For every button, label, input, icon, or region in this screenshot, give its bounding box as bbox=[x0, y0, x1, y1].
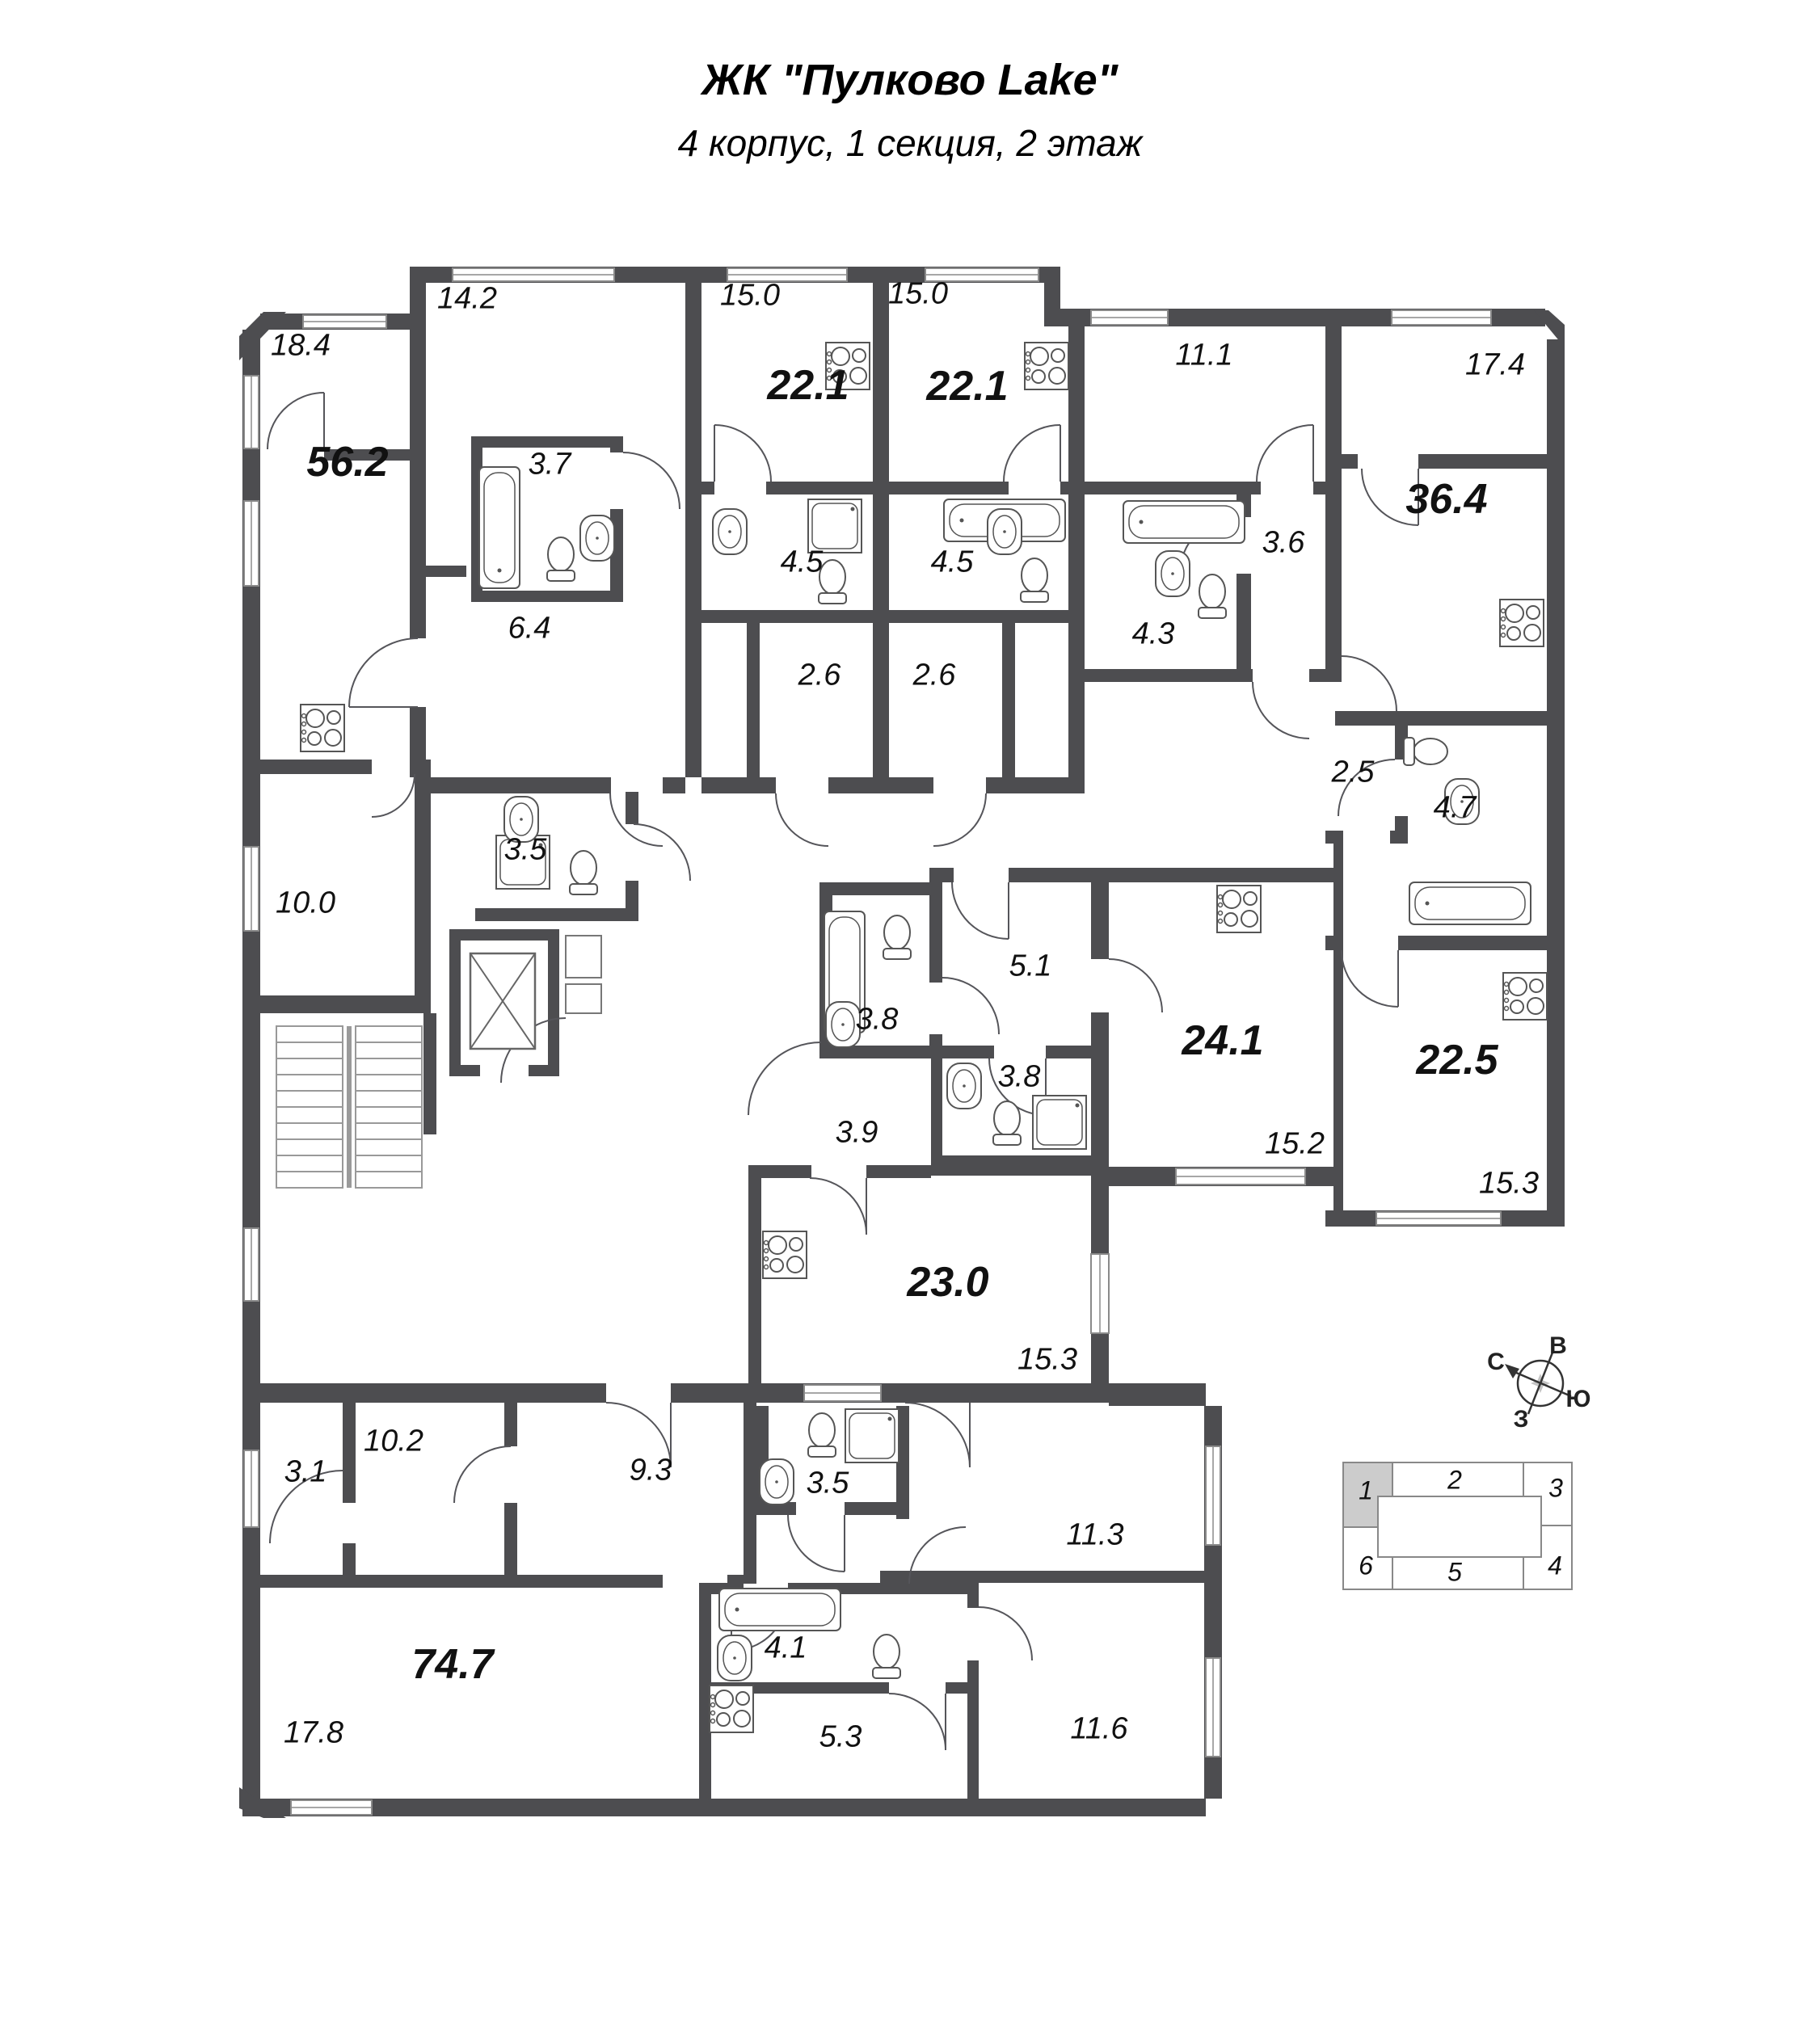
room-area-label: 74.7 bbox=[411, 1641, 494, 1688]
room-area-label: 2.6 bbox=[912, 658, 956, 692]
stove-icon bbox=[762, 1231, 807, 1279]
room-area-label: 17.4 bbox=[1465, 347, 1525, 382]
compass-point-label: С bbox=[1487, 1349, 1505, 1375]
toilet-icon bbox=[872, 1634, 901, 1679]
keyplan-section-label: 2 bbox=[1447, 1465, 1462, 1495]
keyplan-section-label: 5 bbox=[1447, 1557, 1462, 1587]
compass-point-label: З bbox=[1513, 1406, 1529, 1433]
room-area-label: 22.5 bbox=[1416, 1037, 1498, 1084]
room-area-label: 10.0 bbox=[276, 886, 335, 920]
compass-point-label: В bbox=[1549, 1332, 1567, 1359]
room-area-label: 3.5 bbox=[503, 832, 547, 867]
room-area-label: 3.8 bbox=[855, 1002, 899, 1037]
doors-layer bbox=[267, 392, 1419, 1751]
bathtub-icon bbox=[718, 1588, 841, 1631]
bathtub-icon bbox=[478, 466, 520, 589]
room-area-label: 4.3 bbox=[1131, 617, 1175, 651]
room-area-label: 11.6 bbox=[1070, 1711, 1128, 1746]
compass-rose bbox=[1505, 1352, 1572, 1415]
elevator bbox=[469, 935, 602, 1050]
sink-icon bbox=[946, 1063, 982, 1109]
stove-icon bbox=[1216, 885, 1262, 933]
keyplan-section-label: 6 bbox=[1359, 1551, 1373, 1580]
room-area-label: 2.6 bbox=[798, 658, 841, 692]
page-subtitle: 4 корпус, 1 секция, 2 этаж bbox=[677, 122, 1143, 164]
toilet-icon bbox=[807, 1412, 836, 1458]
room-area-label: 17.8 bbox=[284, 1715, 343, 1750]
windows-layer bbox=[243, 267, 1502, 1816]
room-area-label: 22.1 bbox=[767, 362, 849, 409]
stove-icon bbox=[1499, 599, 1544, 647]
room-area-label: 24.1 bbox=[1182, 1017, 1264, 1064]
room-area-label: 15.3 bbox=[1479, 1166, 1539, 1201]
room-area-label: 6.4 bbox=[508, 611, 551, 646]
shower-icon bbox=[1032, 1095, 1087, 1150]
shower-icon bbox=[845, 1408, 899, 1463]
room-area-label: 15.0 bbox=[888, 276, 948, 311]
room-area-label: 22.1 bbox=[926, 363, 1009, 410]
room-area-label: 15.3 bbox=[1017, 1342, 1077, 1377]
keyplan-section-label: 3 bbox=[1548, 1473, 1563, 1503]
bathtub-icon bbox=[1409, 882, 1531, 925]
bathtub-icon bbox=[1123, 500, 1245, 544]
toilet-icon bbox=[569, 850, 598, 895]
room-area-label: 3.1 bbox=[284, 1454, 327, 1489]
sink-icon bbox=[717, 1635, 752, 1681]
page-title: ЖК "Пулково Lake" bbox=[701, 56, 1119, 104]
toilet-icon bbox=[992, 1100, 1022, 1146]
room-area-label: 5.3 bbox=[819, 1719, 862, 1754]
sink-icon bbox=[1155, 550, 1190, 597]
stove-icon bbox=[300, 704, 345, 752]
stove-icon bbox=[1024, 342, 1069, 390]
room-area-label: 11.1 bbox=[1175, 338, 1233, 372]
stove-icon bbox=[709, 1685, 754, 1733]
room-area-label: 15.0 bbox=[720, 278, 780, 313]
sink-icon bbox=[759, 1458, 794, 1505]
sink-icon bbox=[987, 508, 1022, 555]
compass-point-label: Ю bbox=[1565, 1386, 1591, 1412]
room-area-label: 10.2 bbox=[364, 1424, 423, 1458]
room-area-label: 3.9 bbox=[835, 1115, 878, 1150]
room-area-label: 14.2 bbox=[437, 281, 497, 316]
stove-icon bbox=[1502, 972, 1548, 1021]
toilet-icon bbox=[883, 915, 912, 960]
room-area-label: 3.7 bbox=[528, 447, 571, 482]
room-area-label: 36.4 bbox=[1405, 476, 1488, 523]
room-area-label: 4.5 bbox=[780, 545, 824, 579]
room-area-label: 18.4 bbox=[271, 328, 331, 363]
sink-icon bbox=[579, 515, 615, 562]
toilet-icon bbox=[1403, 737, 1448, 766]
room-area-label: 23.0 bbox=[907, 1259, 989, 1306]
room-area-label: 4.7 bbox=[1433, 790, 1477, 825]
toilet-icon bbox=[1198, 574, 1227, 619]
keyplan-section-label: 1 bbox=[1359, 1475, 1373, 1505]
key-plan bbox=[1342, 1462, 1573, 1590]
keyplan-section-label: 4 bbox=[1548, 1551, 1562, 1580]
room-area-label: 11.3 bbox=[1066, 1517, 1124, 1552]
room-area-label: 5.1 bbox=[1009, 949, 1052, 983]
room-area-label: 3.5 bbox=[806, 1466, 849, 1500]
room-area-label: 4.1 bbox=[764, 1631, 807, 1665]
room-area-label: 3.8 bbox=[997, 1059, 1041, 1094]
room-area-label: 4.5 bbox=[930, 545, 974, 579]
room-area-label: 3.6 bbox=[1262, 525, 1305, 560]
stairs bbox=[276, 1025, 423, 1189]
toilet-icon bbox=[546, 537, 575, 582]
room-area-label: 56.2 bbox=[306, 439, 389, 486]
room-area-label: 2.5 bbox=[1331, 755, 1375, 789]
room-area-label: 15.2 bbox=[1265, 1126, 1325, 1161]
toilet-icon bbox=[1020, 558, 1049, 603]
room-area-label: 9.3 bbox=[629, 1453, 672, 1488]
sink-icon bbox=[712, 508, 748, 555]
